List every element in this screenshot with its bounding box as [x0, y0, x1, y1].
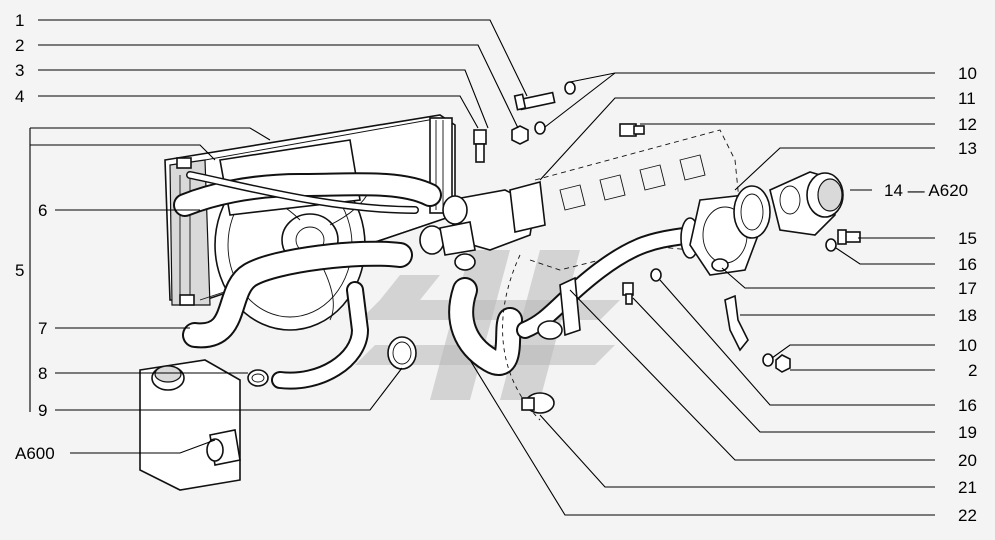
callout-16b: 16 — [958, 396, 977, 415]
callout-21: 21 — [958, 478, 977, 497]
bracket-18 — [724, 294, 749, 352]
callout-10b: 10 — [958, 336, 977, 355]
callout-2b: 2 — [968, 361, 977, 380]
clamp-9 — [387, 336, 417, 370]
callout-3: 3 — [15, 61, 24, 80]
callout-12: 12 — [958, 115, 977, 134]
leader-lines — [29, 19, 935, 516]
water-pump — [769, 171, 844, 236]
washer-10 — [534, 81, 576, 135]
callout-11: 11 — [958, 89, 976, 108]
callout-8: 8 — [38, 364, 47, 383]
hose-7-lower — [182, 240, 413, 349]
callout-1: 1 — [15, 11, 24, 30]
callout-labels: 1 2 3 4 5 6 7 8 9 A600 10 11 12 13 14 — … — [15, 11, 977, 525]
bolt-15 — [837, 229, 861, 245]
callout-15: 15 — [958, 229, 977, 248]
callout-4: 4 — [15, 87, 24, 106]
callout-5: 5 — [15, 261, 24, 280]
clamp-8 — [247, 369, 269, 387]
hose-22 — [448, 277, 523, 376]
bolt-20 — [622, 282, 634, 305]
hose-6-upper — [173, 172, 442, 217]
sensor-4 — [473, 129, 487, 163]
gasket — [733, 185, 771, 239]
temperature-sensor-21 — [521, 392, 555, 414]
callout-a600: A600 — [15, 444, 55, 463]
callout-16: 16 — [958, 255, 977, 274]
callout-6: 6 — [38, 201, 47, 220]
thermostat-housing — [419, 180, 546, 271]
bolt-12 — [619, 123, 645, 137]
expansion-tank — [139, 359, 241, 491]
callout-7: 7 — [38, 319, 47, 338]
callout-17: 17 — [958, 279, 977, 298]
callout-10: 10 — [958, 64, 977, 83]
callout-9: 9 — [38, 401, 47, 420]
washer-16 — [650, 238, 837, 282]
callout-2: 2 — [15, 36, 24, 55]
callout-20: 20 — [958, 451, 977, 470]
thin-tube — [186, 171, 419, 214]
callout-14-a620: 14 — A620 — [884, 181, 968, 200]
callout-19: 19 — [958, 423, 977, 442]
nut-2 — [511, 125, 529, 145]
callout-22: 22 — [958, 506, 977, 525]
callout-18: 18 — [958, 306, 977, 325]
hose-small-return — [271, 281, 369, 390]
washer-10b — [762, 353, 774, 367]
callout-13: 13 — [958, 139, 977, 158]
nut-2b — [775, 354, 791, 373]
bolt-1 — [513, 91, 556, 111]
